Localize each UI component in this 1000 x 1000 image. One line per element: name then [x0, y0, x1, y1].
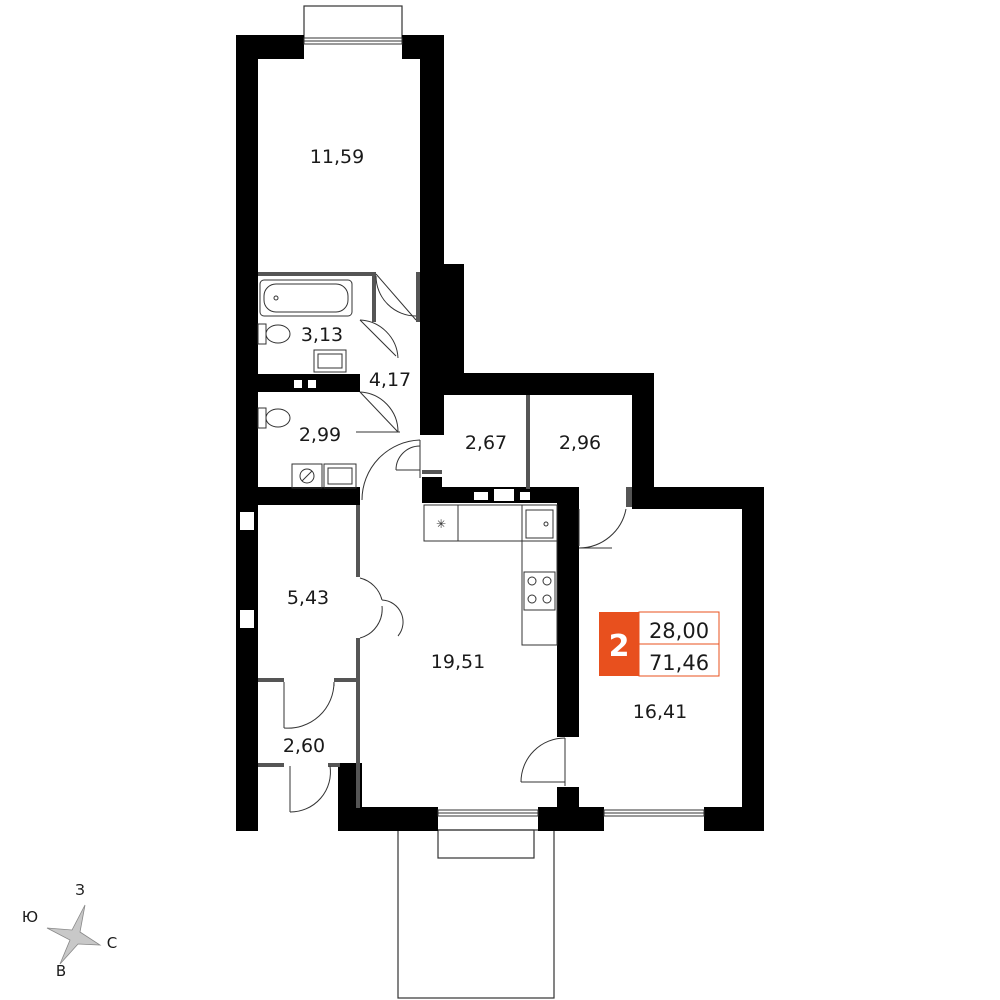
- compass-north: З: [75, 881, 85, 899]
- toilet-icon-2: [257, 407, 291, 429]
- compass-west: Ю: [22, 908, 38, 926]
- room-area-corridor: 4,17: [369, 369, 411, 391]
- room-area-bedroom-right: 16,41: [633, 701, 687, 723]
- room-area-wardrobe: 2,60: [283, 735, 325, 757]
- kitchen-sink-icon: [525, 509, 554, 539]
- room-area-storage-2: 2,96: [559, 432, 601, 454]
- badge-rooms-count: 2: [609, 629, 630, 664]
- fridge-icon: ✳: [436, 517, 446, 531]
- room-area-toilet: 2,99: [299, 424, 341, 446]
- partitions: [258, 272, 632, 808]
- balcony-bottom: [397, 829, 555, 999]
- compass-south: В: [56, 962, 66, 980]
- badge-total-area: 71,46: [649, 651, 709, 675]
- compass: З Ю С В: [22, 881, 117, 980]
- bathtub-icon: [259, 279, 353, 317]
- room-area-living-kitchen: 19,51: [431, 651, 485, 673]
- windows: [303, 37, 705, 817]
- room-area-bathroom: 3,13: [301, 324, 343, 346]
- washing-machine-icon: [291, 463, 323, 489]
- room-area-storage-1: 2,67: [465, 432, 507, 454]
- doors: [283, 273, 627, 813]
- sink-icon-2: [323, 463, 357, 489]
- stove-icon: [523, 571, 556, 611]
- svg-text:✳: ✳: [436, 517, 446, 531]
- kitchen-counter: [423, 504, 558, 646]
- balcony-top: [303, 5, 403, 41]
- sink-icon: [313, 349, 347, 373]
- compass-star-icon: [46, 904, 102, 965]
- compass-east: С: [107, 934, 117, 952]
- apartment-badge: 2 28,00 71,46: [599, 611, 720, 677]
- room-area-hall: 5,43: [287, 587, 329, 609]
- room-area-bedroom-top: 11,59: [310, 146, 364, 168]
- toilet-icon: [257, 323, 291, 345]
- exterior-walls: [236, 35, 764, 831]
- badge-rooms-box: [599, 612, 639, 676]
- badge-living-area: 28,00: [649, 619, 709, 643]
